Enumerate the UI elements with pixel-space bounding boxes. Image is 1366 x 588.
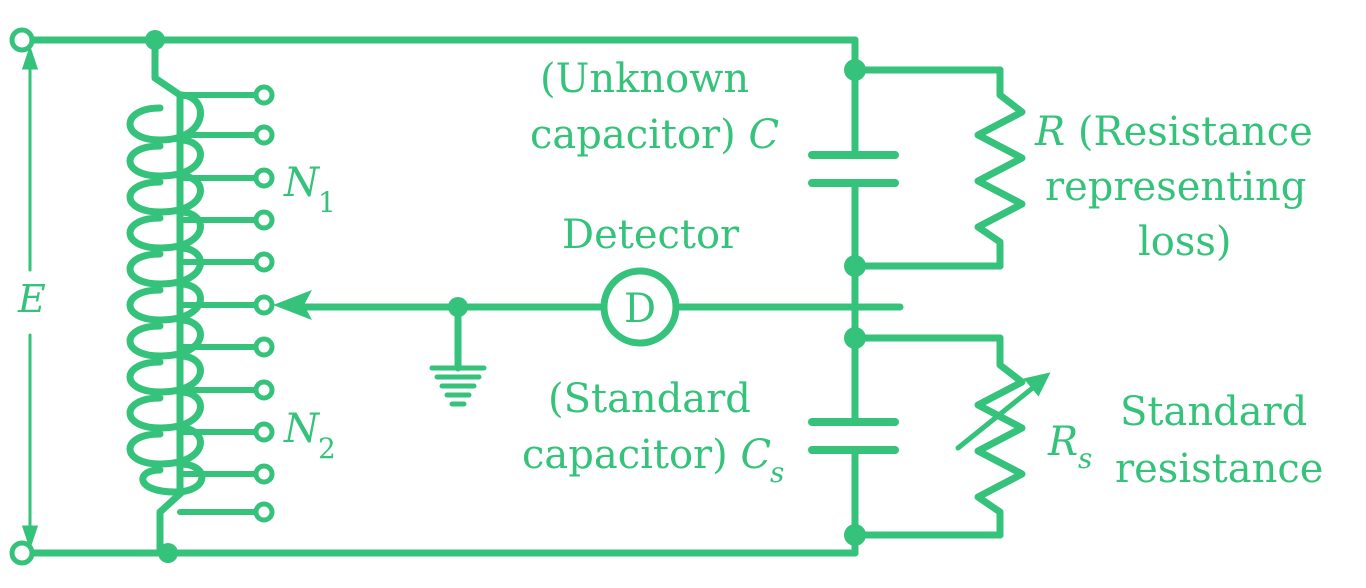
loss-resistor-symbol: R [1034,109,1065,155]
junction-dot [145,30,165,50]
unknown-capacitor [808,151,899,187]
standard-capacitor-subscript: s [770,456,784,489]
slider-arrowhead [273,290,312,320]
junctions [145,30,866,563]
loss-resistor-label-line3: loss) [1138,219,1232,265]
labels: E N 1 N 2 (Unknown capacitor) C Detector… [17,56,1323,492]
loss-resistor-label-line2: representing [1045,164,1306,210]
standard-capacitor-symbol: C [741,432,772,478]
tap-terminal[interactable] [253,421,275,443]
standard-capacitor-label-line2: capacitor) C [522,432,771,478]
tap-terminals [253,84,275,523]
adjust-arrow-line [955,379,1043,451]
unknown-capacitor-label-line2: capacitor) C [530,112,779,158]
n2-label: N [283,406,321,452]
standard-resistor-symbol: R [1047,419,1078,465]
tap-terminal[interactable] [253,379,275,401]
loss-resistor [974,66,1026,270]
standard-resistor-subscript: s [1078,442,1092,475]
tap-terminal[interactable] [253,463,275,485]
tap-terminal[interactable] [253,251,275,273]
junction-dot [844,255,866,277]
tap-terminal[interactable] [253,501,275,523]
junction-dot [448,297,468,317]
tap-terminal[interactable] [253,294,275,316]
standard-resistor [974,334,1026,539]
adjust-arrowhead [1023,372,1051,397]
wires [26,36,1004,557]
n2-symbol: N [283,406,321,452]
junction-dot [844,59,866,81]
slider-arrow [273,290,312,320]
standard-capacitor [808,418,899,454]
voltage-arrowhead-down [21,525,39,550]
source-label: E [17,277,46,321]
tap-terminal[interactable] [253,209,275,231]
loss-resistor-text: (Resistance [1065,109,1313,155]
adjustable-resistor-icon [955,372,1051,451]
detector-symbol: D [624,286,656,332]
tap-terminal[interactable] [253,336,275,358]
n1-label: N [283,160,321,206]
junction-dot [844,524,866,546]
detector-icon [600,267,680,347]
voltage-arrow [21,45,39,550]
detector-label: Detector [562,212,740,258]
tap-leads [177,92,258,515]
tap-terminal[interactable] [253,84,275,106]
tap-terminal[interactable] [253,124,275,146]
transformer-winding [126,91,206,496]
source-terminals [9,27,35,566]
source-terminal-bottom[interactable] [9,540,35,566]
tap-terminal[interactable] [253,167,275,189]
voltage-arrowhead-up [21,45,39,70]
n2-subscript: 2 [318,432,336,465]
n1-subscript: 1 [318,186,336,219]
standard-capacitor-text: capacitor) [522,432,741,478]
n1-symbol: N [283,160,321,206]
source-terminal-top[interactable] [9,27,35,53]
coil-bottom-lead [156,488,186,557]
ground-icon [429,365,487,407]
junction-dot [158,543,178,563]
standard-resistor-label-line1: Standard [1120,389,1307,435]
standard-resistor-label-line2: resistance [1115,446,1323,492]
coil-top-lead [151,36,184,99]
standard-capacitor-label-line1: (Standard [548,376,751,422]
unknown-capacitor-label-line1: (Unknown [540,56,749,102]
unknown-capacitor-symbol: C [749,112,780,158]
junction-dot [844,327,866,349]
unknown-capacitor-text: capacitor) [530,112,749,158]
loss-resistor-label-line1: R (Resistance [1034,109,1313,155]
